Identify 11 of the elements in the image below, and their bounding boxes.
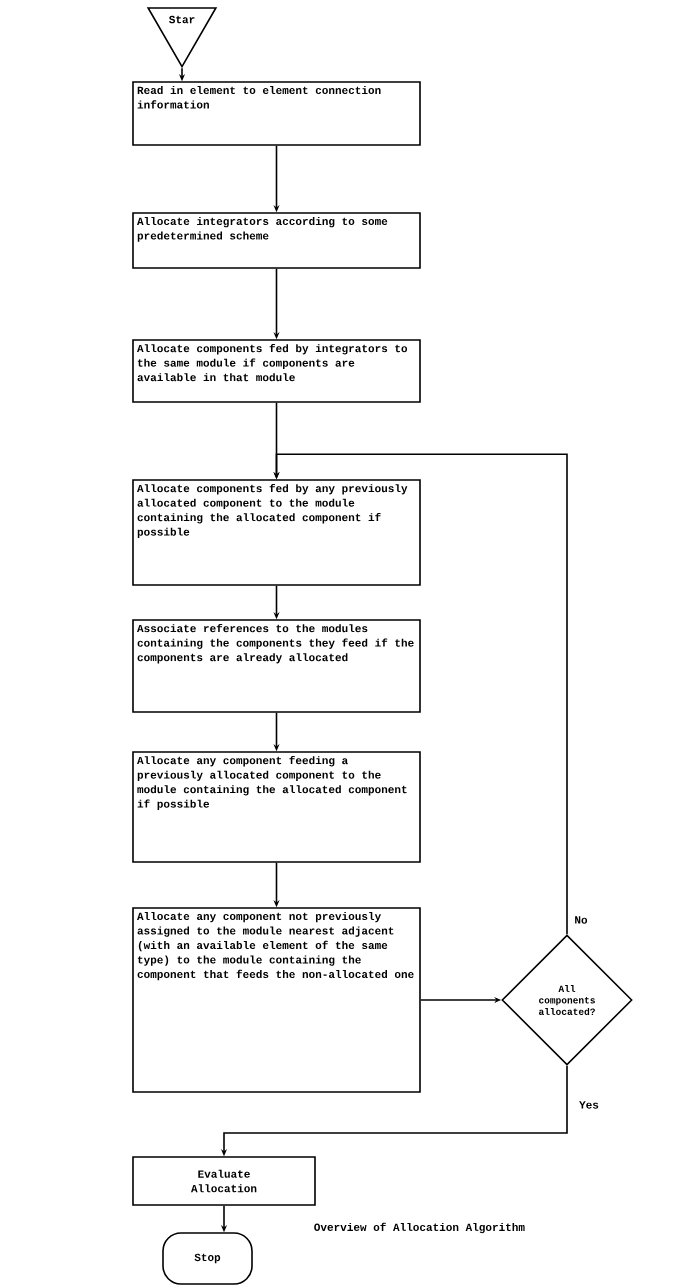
edge-label: Yes <box>578 1100 600 1110</box>
process-box: Allocate components fed by integrators to the same module if components are available in that module <box>132 339 421 403</box>
process-box: Allocate any component not previously assigned to the module nearest adjacent (with an available element of the same type) to the module containing the component that feeds the non-allocated one <box>132 907 421 1093</box>
process-box: Allocate integrators according to some predetermined scheme <box>132 212 421 269</box>
process-box: Allocate components fed by any previously allocated component to the module containing the allocated component if possible <box>132 479 421 586</box>
caption: Overview of Allocation Algorithm <box>314 1222 525 1234</box>
process-box: Evaluate Allocation <box>132 1156 316 1206</box>
edge-label: No <box>573 915 589 925</box>
process-box: Read in element to element connection information <box>132 81 421 146</box>
process-box: Associate references to the modules containing the components they feed if the components are already allocated <box>132 619 421 713</box>
process-box: Allocate any component feeding a previously allocated component to the module containing the allocated component if possible <box>132 751 421 863</box>
